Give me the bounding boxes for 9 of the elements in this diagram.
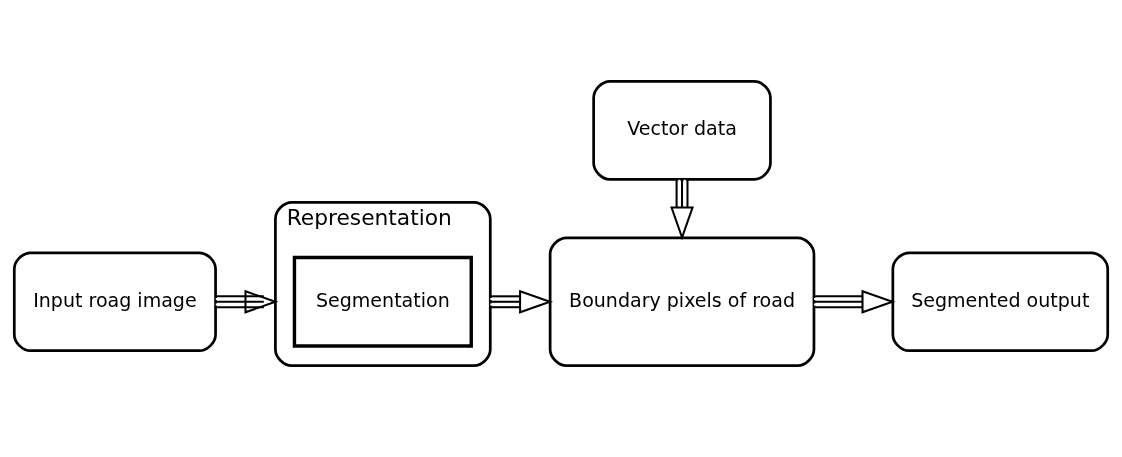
node-box: Boundary pixels of road bbox=[548, 236, 816, 367]
arrow bbox=[215, 289, 279, 314]
node-box: Segmented output bbox=[891, 250, 1110, 352]
node-box: Vector data bbox=[592, 79, 772, 181]
node-box: Segmentation bbox=[292, 255, 473, 348]
node-box: Input roag image bbox=[12, 250, 217, 352]
arrow bbox=[670, 179, 694, 241]
arrow bbox=[490, 289, 554, 314]
arrow bbox=[814, 289, 896, 314]
